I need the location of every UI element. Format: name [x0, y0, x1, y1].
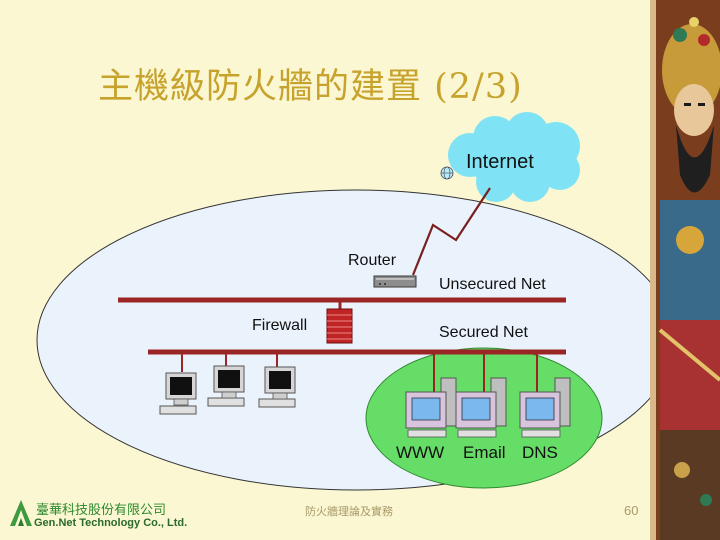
server-label-dns: DNS	[522, 443, 558, 462]
workstation	[258, 366, 296, 408]
server-computer	[455, 377, 507, 438]
company-name-en: Gen.Net Technology Co., Ltd.	[34, 517, 188, 529]
workstation	[159, 372, 197, 415]
page-number: 60	[624, 503, 639, 518]
server-label-email: Email	[463, 443, 506, 462]
decorative-figure-image	[650, 0, 720, 540]
company-name-zh: 臺華科技股份有限公司	[36, 503, 167, 518]
server-label-www: WWW	[396, 443, 445, 462]
unsecured-net-label: Unsecured Net	[439, 276, 546, 293]
globe-icon	[440, 166, 454, 180]
company-logo-icon	[10, 500, 32, 526]
firewall-device	[326, 308, 353, 344]
internet-cloud	[448, 112, 580, 202]
router-label: Router	[348, 252, 397, 269]
workstation	[207, 365, 245, 407]
firewall-label: Firewall	[252, 317, 308, 334]
server-computer	[405, 377, 457, 438]
secured-net-label: Secured Net	[439, 324, 528, 341]
internet-label: Internet	[466, 151, 534, 173]
wan-link	[411, 187, 491, 276]
router-device	[373, 275, 417, 288]
slide-title: 主機級防火牆的建置 (2/3)	[98, 67, 523, 107]
server-computer	[519, 377, 571, 438]
footer-course-title: 防火牆理論及實務	[305, 505, 393, 518]
